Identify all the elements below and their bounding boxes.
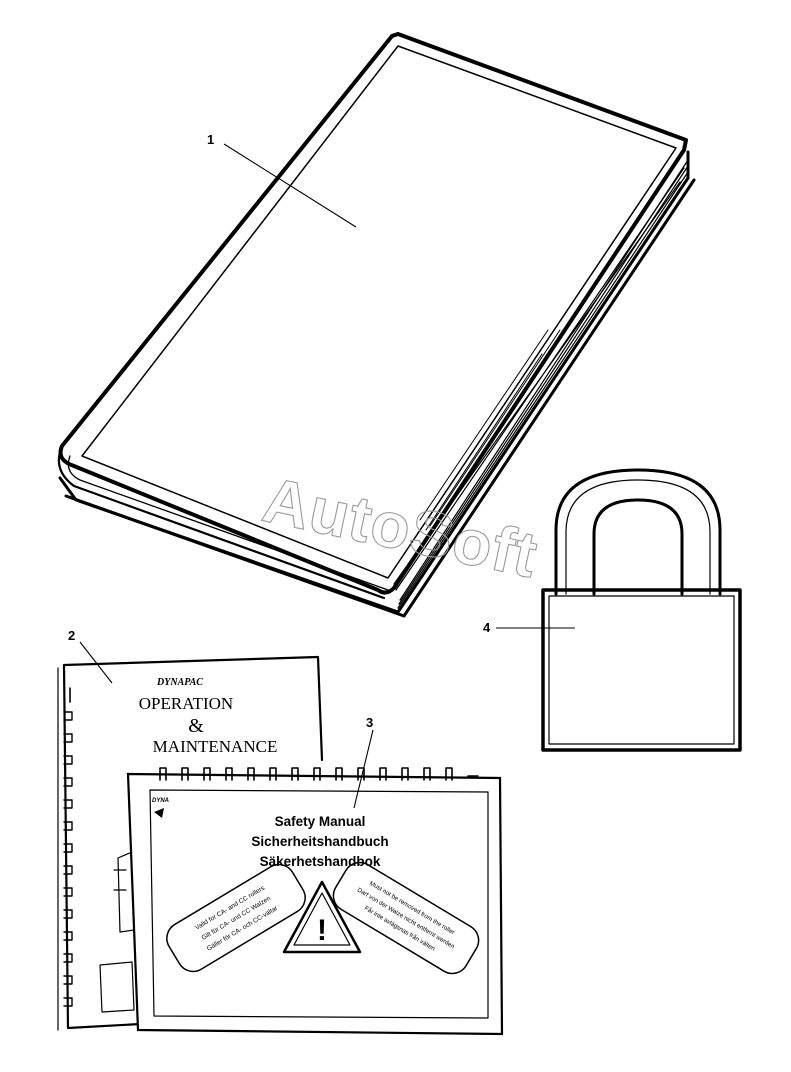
callout-2: 2: [68, 628, 113, 684]
callout-1: 1: [207, 132, 357, 228]
safety-title-sv: Säkerhetshandbok: [260, 854, 381, 869]
operation-manual-illustration: DYNAPAC OPERATION & MAINTENANCE: [57, 655, 324, 1031]
callout-label-3: 3: [366, 715, 373, 730]
watermark: AutoSoft: [257, 463, 545, 592]
callout-label-4: 4: [483, 620, 491, 635]
spiral-binding: [63, 687, 73, 1007]
safety-brand-logo: DYNA: [152, 798, 169, 804]
manual-title-line2: &: [188, 715, 204, 737]
book-illustration: [57, 32, 696, 618]
safety-title-de: Sicherheitshandbuch: [251, 834, 388, 849]
callout-label-1: 1: [207, 132, 214, 147]
watermark-text: AutoSoft: [257, 463, 544, 591]
manual-title-line1: OPERATION: [139, 694, 233, 713]
brand-logo: DYNAPAC: [156, 677, 203, 688]
safety-title-en: Safety Manual: [275, 814, 366, 829]
leader-line-3: [353, 729, 374, 809]
callout-4: 4: [483, 620, 575, 635]
warning-symbol: !: [317, 914, 327, 947]
ring-binding: [159, 767, 479, 781]
warning-triangle-icon: !: [282, 880, 362, 954]
safety-manual-illustration: DYNA Safety Manual Sicherheitshandbuch S…: [126, 767, 504, 1036]
leader-line-2: [79, 641, 113, 684]
manual-title-line3: MAINTENANCE: [153, 737, 278, 756]
brand-mark-icon: [154, 808, 164, 818]
callout-label-2: 2: [68, 628, 75, 643]
callout-3: 3: [353, 715, 374, 809]
padlock-illustration: [541, 468, 742, 752]
leader-line-1: [223, 143, 357, 228]
